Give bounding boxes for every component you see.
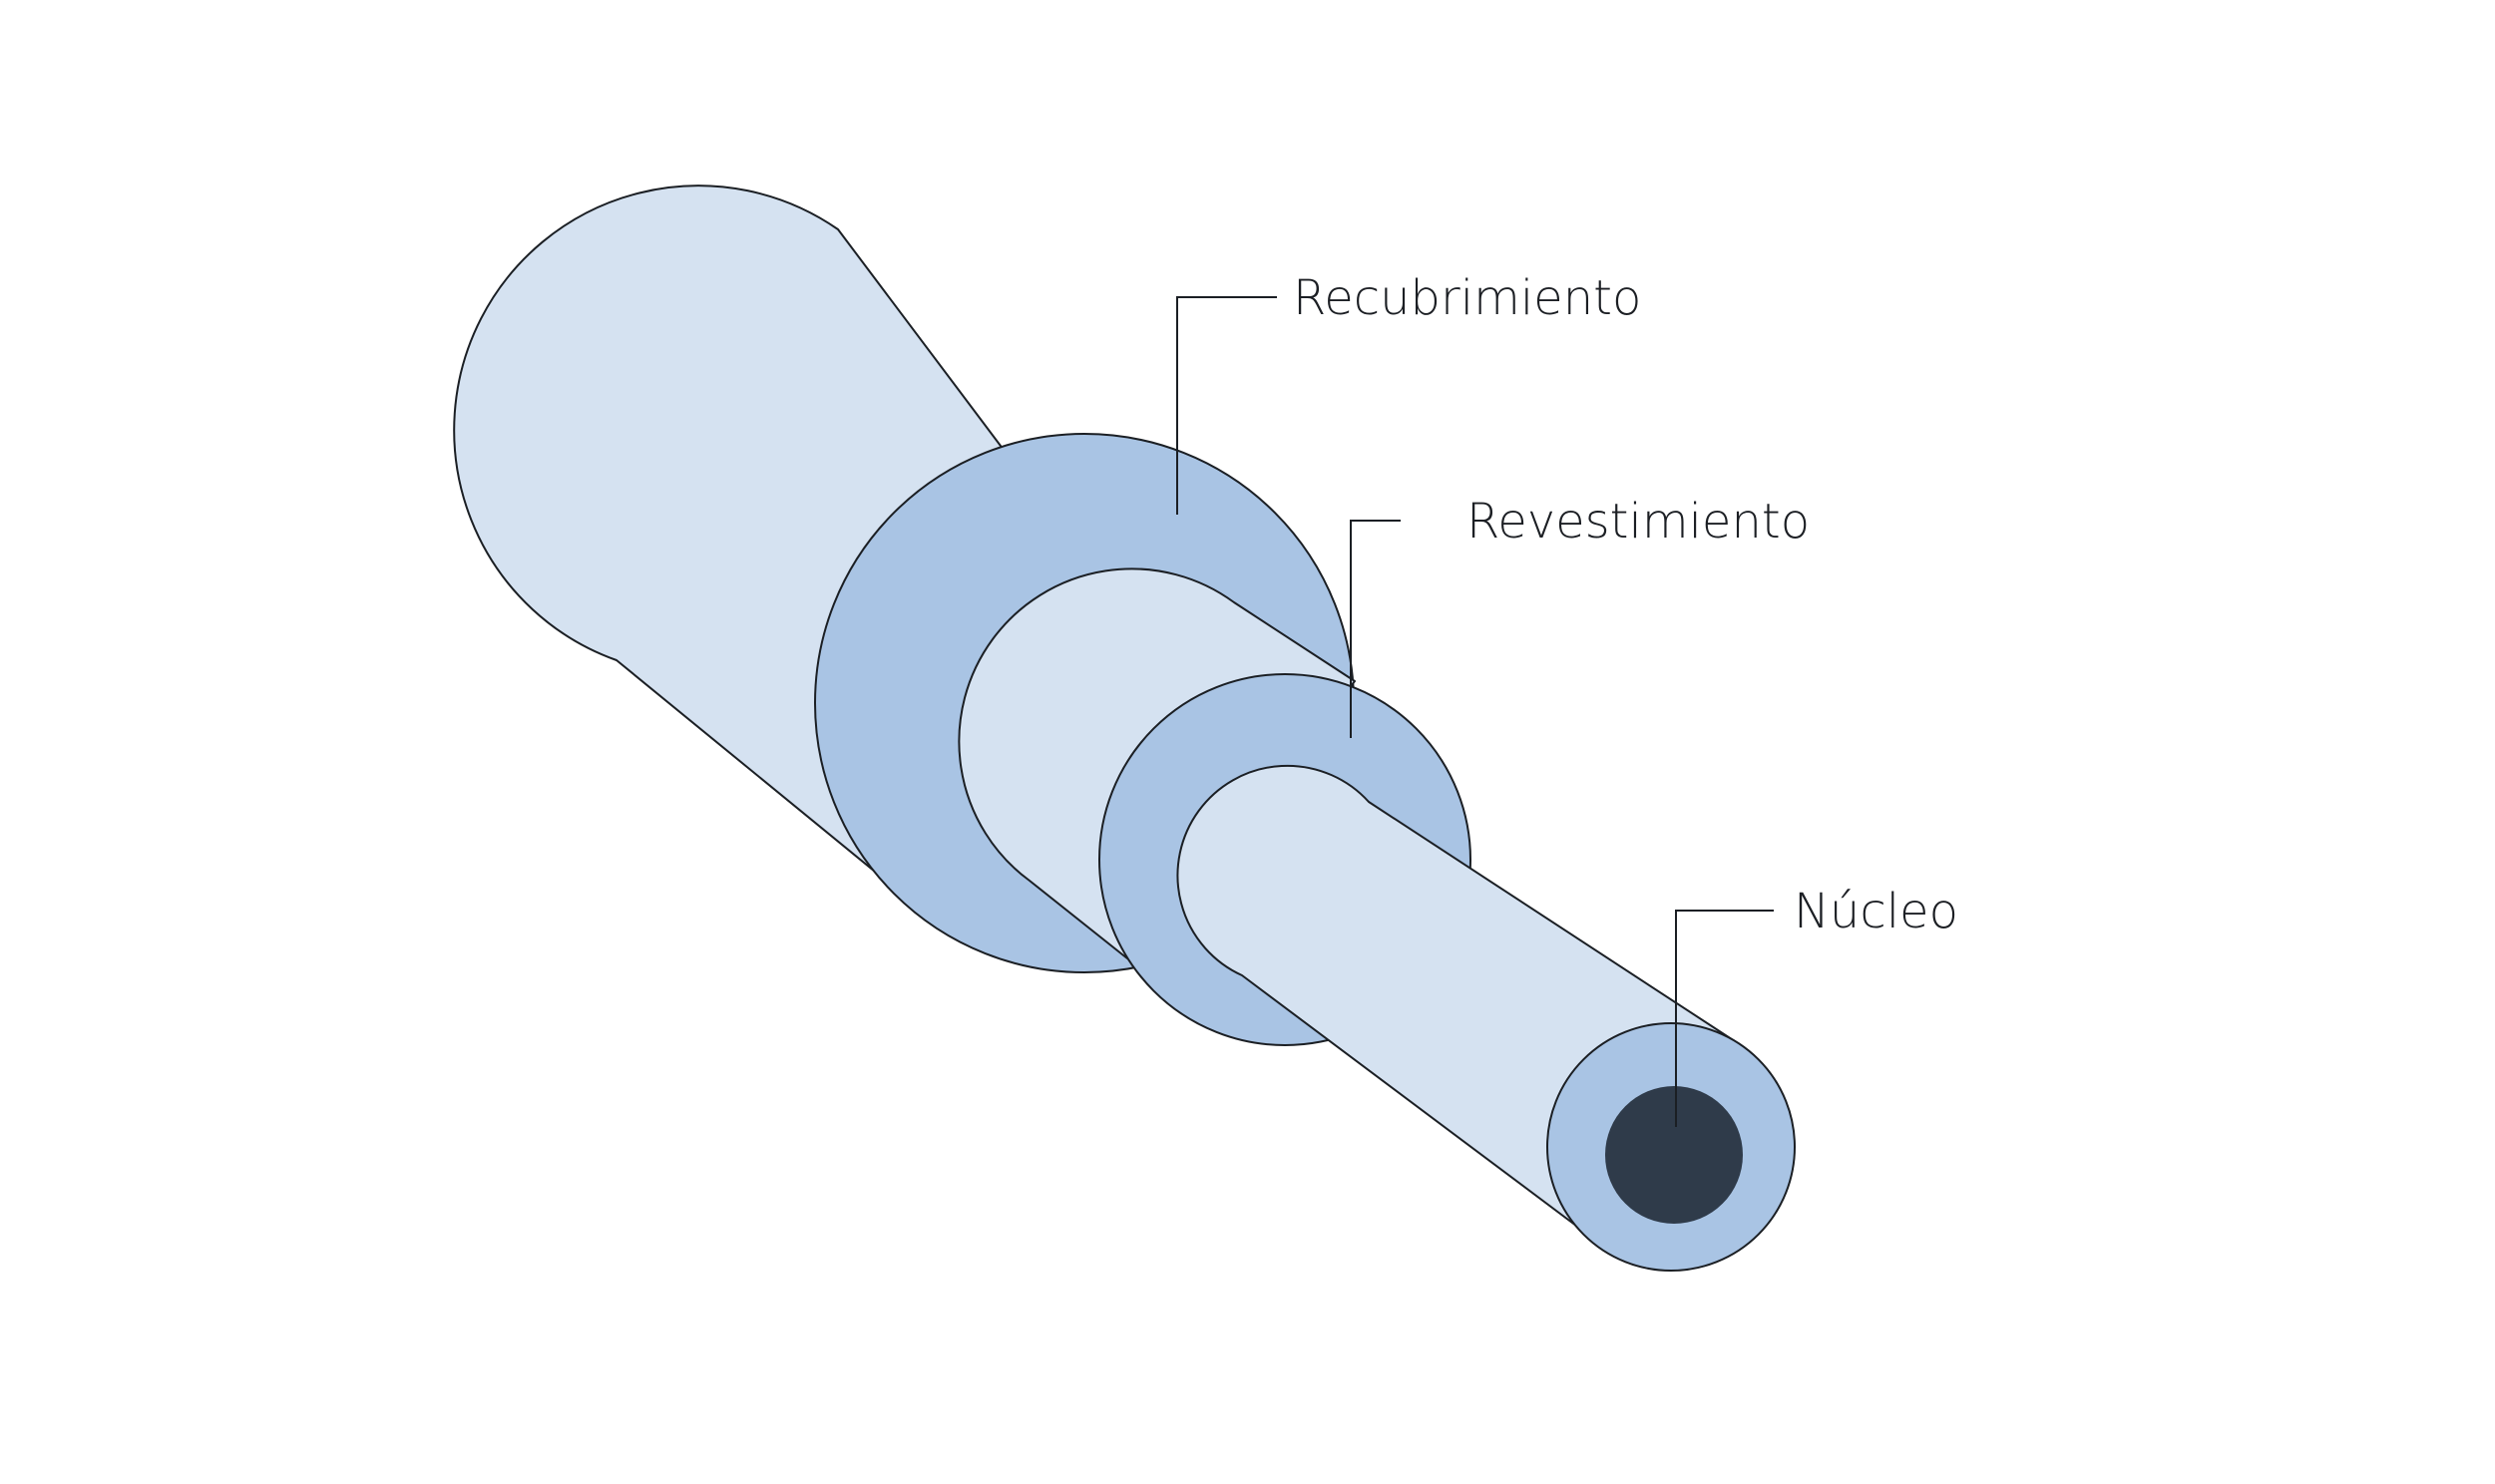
coating-leader-line (1176, 296, 1277, 515)
cladding-leader-line (1350, 520, 1401, 738)
fiber-section (1176, 764, 1796, 1272)
coating-label: Recubrimiento (1293, 270, 1641, 326)
core-circle (1605, 1086, 1743, 1224)
cladding-label: Revestimiento (1466, 494, 1810, 550)
core-leader-line (1675, 910, 1774, 1127)
core-label: Núcleo (1794, 884, 1958, 939)
